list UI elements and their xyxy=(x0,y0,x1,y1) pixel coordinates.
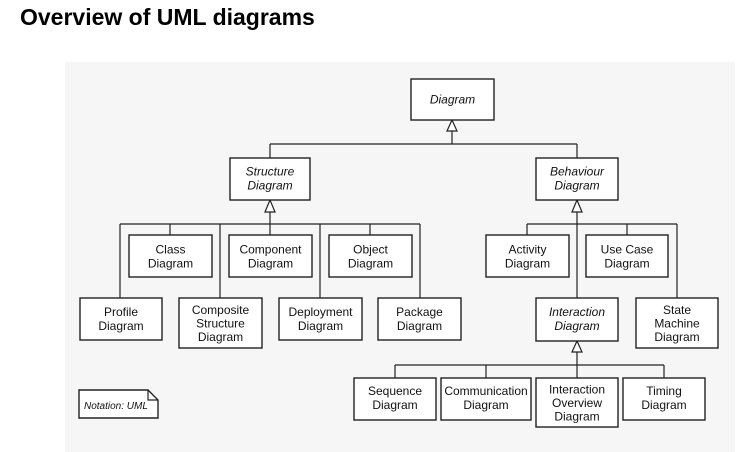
node-package-diagram: Package Diagram xyxy=(377,297,462,341)
node-class-label-line2: Diagram xyxy=(148,257,193,271)
node-communication-label-line1: Communication xyxy=(444,384,527,398)
node-timing-diagram: Timing Diagram xyxy=(622,377,706,421)
node-deployment-diagram: Deployment Diagram xyxy=(278,297,363,341)
node-sequence-diagram: Sequence Diagram xyxy=(353,377,437,421)
node-statemachine-label-line3: Diagram xyxy=(654,330,699,344)
node-usecase-label-line1: Use Case xyxy=(601,243,654,257)
node-component-label-line2: Diagram xyxy=(248,257,293,271)
node-communication-diagram: Communication Diagram xyxy=(440,377,532,421)
node-sequence-label-line1: Sequence xyxy=(368,384,422,398)
node-package-label-line1: Package xyxy=(396,305,443,319)
node-class-label-line1: Class xyxy=(155,243,185,257)
node-composite-label-line3: Diagram xyxy=(198,330,243,344)
node-communication-label-line2: Diagram xyxy=(463,398,508,412)
node-package-label-line2: Diagram xyxy=(397,319,442,333)
generalization-arrows xyxy=(264,118,583,353)
node-interaction-label-line1: Interaction xyxy=(549,305,605,319)
node-sequence-label-line2: Diagram xyxy=(372,398,417,412)
node-activity-diagram: Activity Diagram xyxy=(485,234,570,278)
node-interaction-overview-diagram: Interaction Overview Diagram xyxy=(535,377,619,428)
node-component-diagram: Component Diagram xyxy=(228,234,313,278)
generalization-arrow-structure xyxy=(264,198,276,213)
node-interactionoverview-label-line2: Overview xyxy=(552,396,602,410)
node-composite-label-line2: Structure xyxy=(196,317,245,331)
node-deployment-label-line1: Deployment xyxy=(288,305,353,319)
node-timing-label-line2: Diagram xyxy=(641,398,686,412)
node-statemachine-label-line1: State xyxy=(663,303,691,317)
node-profile-label-line1: Profile xyxy=(104,305,138,319)
node-interaction-label-line2: Diagram xyxy=(554,319,599,333)
node-structure-diagram: Structure Diagram xyxy=(229,157,311,201)
node-activity-label-line2: Diagram xyxy=(505,257,550,271)
node-interactionoverview-label-line3: Diagram xyxy=(554,410,599,424)
page-title: Overview of UML diagrams xyxy=(20,4,315,30)
node-composite-label-line1: Composite xyxy=(192,303,250,317)
node-object-diagram: Object Diagram xyxy=(328,234,413,278)
node-deployment-label-line2: Diagram xyxy=(298,319,343,333)
node-behaviour-label-line1: Behaviour xyxy=(550,165,605,179)
node-diagram-label: Diagram xyxy=(430,93,475,107)
node-usecase-label-line2: Diagram xyxy=(604,257,649,271)
notation-note-label: Notation: UML xyxy=(84,401,148,412)
node-object-label-line2: Diagram xyxy=(348,257,393,271)
node-statemachine-label-line2: Machine xyxy=(654,317,700,331)
node-behaviour-label-line2: Diagram xyxy=(554,179,599,193)
node-component-label-line1: Component xyxy=(239,243,302,257)
notation-note: Notation: UML xyxy=(78,389,159,419)
node-object-label-line1: Object xyxy=(353,243,388,257)
node-behaviour-diagram: Behaviour Diagram xyxy=(535,157,619,201)
node-profile-label-line2: Diagram xyxy=(98,319,143,333)
node-composite-structure-diagram: Composite Structure Diagram xyxy=(178,297,263,349)
node-use-case-diagram: Use Case Diagram xyxy=(585,234,669,278)
generalization-arrow-diagram xyxy=(446,118,458,132)
node-diagram: Diagram xyxy=(410,78,495,121)
node-profile-diagram: Profile Diagram xyxy=(79,297,163,341)
node-timing-label-line1: Timing xyxy=(646,384,682,398)
node-state-machine-diagram: State Machine Diagram xyxy=(635,297,719,349)
connector-lines xyxy=(119,131,678,378)
generalization-arrow-behaviour xyxy=(571,198,583,213)
node-structure-label-line2: Diagram xyxy=(247,179,292,193)
node-structure-label-line1: Structure xyxy=(246,165,295,179)
node-class-diagram: Class Diagram xyxy=(128,234,213,278)
node-activity-label-line1: Activity xyxy=(508,243,546,257)
node-interaction-diagram: Interaction Diagram xyxy=(535,297,619,342)
generalization-arrow-interaction xyxy=(571,339,583,353)
node-interactionoverview-label-line1: Interaction xyxy=(549,383,605,397)
